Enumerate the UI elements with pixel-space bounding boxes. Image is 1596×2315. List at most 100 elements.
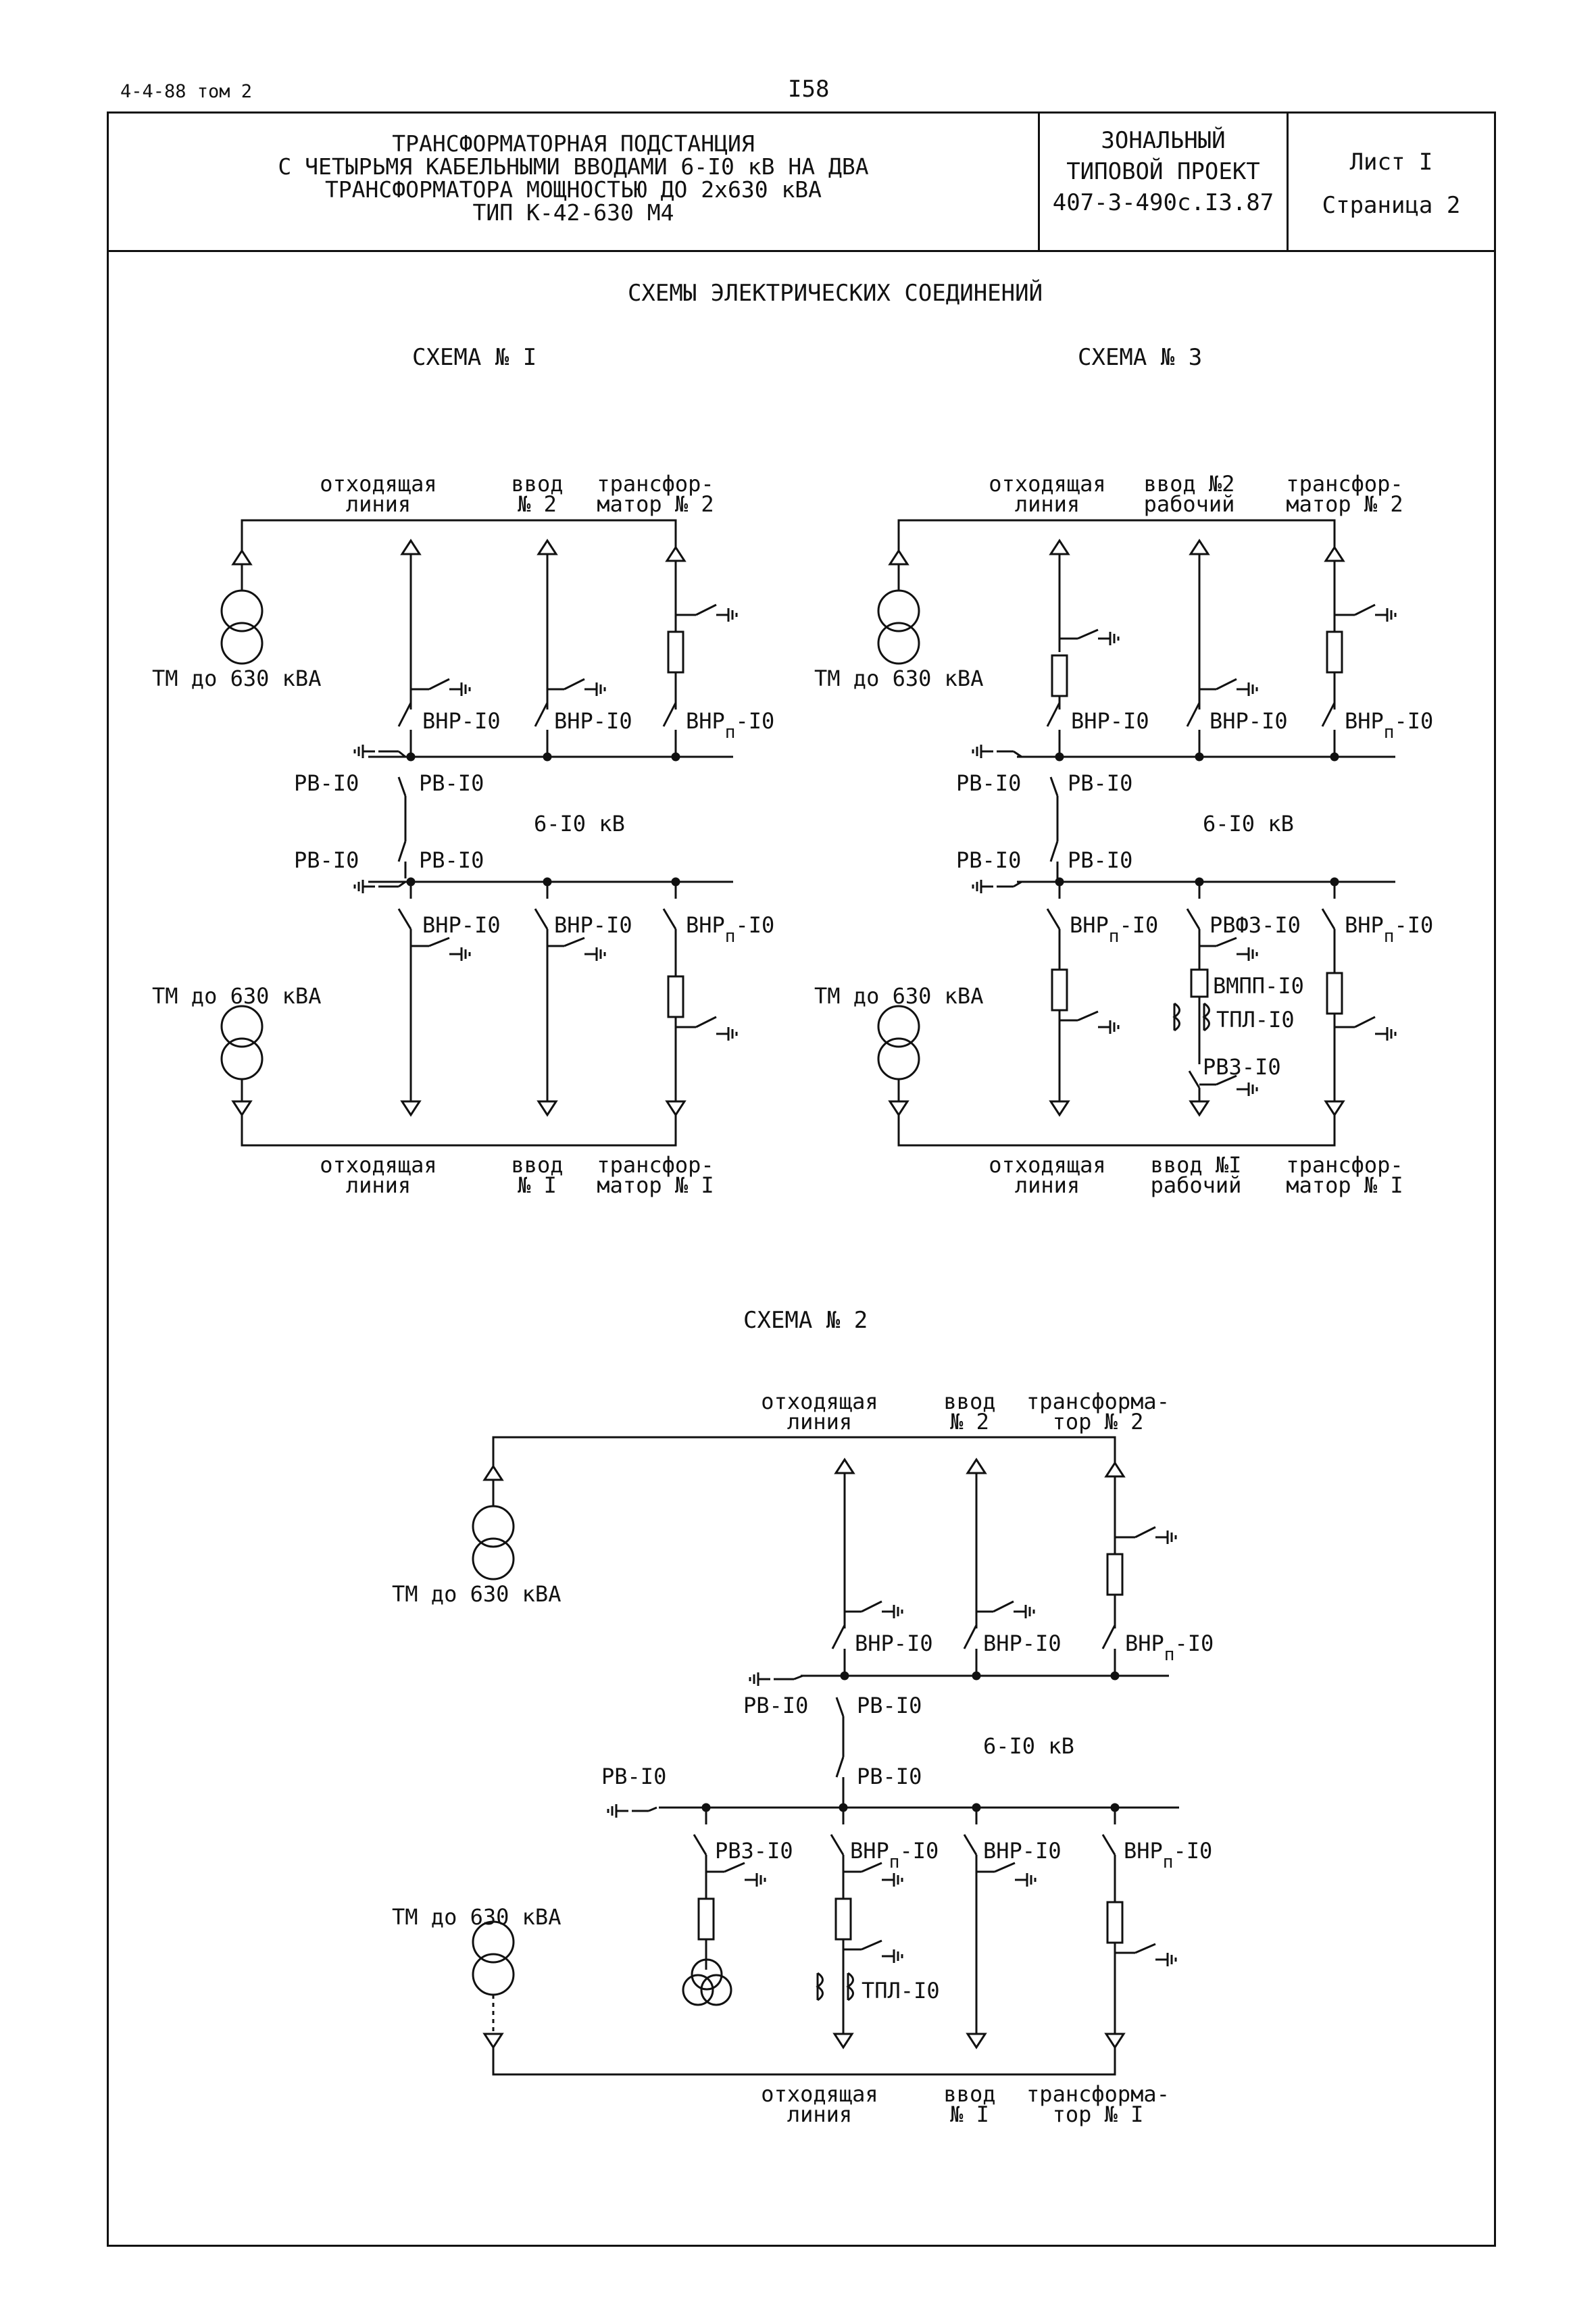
- switch-label: ВНРп-I0: [1345, 912, 1433, 947]
- switch-blade: [1101, 1624, 1116, 1649]
- scheme-3-top-label: ввод №2: [1144, 471, 1235, 497]
- scheme-2-bottom-label: ввод: [943, 2081, 995, 2107]
- cable-end: [1324, 546, 1345, 562]
- switch-subscript: п: [1109, 926, 1120, 947]
- scheme-1-top-label: линия: [346, 491, 411, 517]
- switch-blade: [1321, 908, 1336, 930]
- switch-name: ВНР: [686, 708, 725, 734]
- cable-end: [666, 546, 686, 562]
- switch-blade: [428, 937, 450, 947]
- ground-icon: [1374, 1026, 1397, 1042]
- ground-icon: [448, 681, 471, 697]
- switch-blade: [662, 702, 677, 727]
- switch-name: ВНР: [1070, 912, 1109, 938]
- switch-blade: [1049, 776, 1059, 797]
- bus-node: [1055, 752, 1064, 762]
- switch-name: ВНР: [1345, 708, 1384, 734]
- ground-icon: [1235, 681, 1258, 697]
- switch-blade: [1354, 603, 1376, 616]
- switch-blade: [1188, 1070, 1201, 1089]
- switch-blade: [993, 1600, 1014, 1613]
- rvz-label: РВЗ-I0: [715, 1838, 793, 1864]
- cable-end: [401, 1100, 421, 1116]
- title-block-divider: [107, 250, 1496, 252]
- cable-end: [1324, 1100, 1345, 1116]
- switch-suffix: -I0: [735, 912, 774, 938]
- document-reference: 4-4-88 том 2: [120, 81, 253, 102]
- switch-blade: [534, 908, 549, 930]
- switch-blade: [861, 1600, 882, 1613]
- switch-subscript: п: [1384, 926, 1395, 947]
- switch-blade: [1013, 750, 1022, 758]
- switch-label: ВНР-I0: [1071, 708, 1149, 734]
- scheme-2-title: СХЕМА № 2: [743, 1307, 868, 1334]
- cable-end: [483, 2033, 503, 2049]
- switch-blade: [662, 908, 677, 930]
- switch-name: ВНР: [1124, 1838, 1163, 1864]
- switch-label: ВНРп-I0: [850, 1838, 939, 1872]
- switch-blade: [428, 678, 450, 691]
- scheme-1-bottom-label: № I: [518, 1172, 557, 1198]
- connection-line: [241, 1115, 677, 1147]
- ground-icon: [583, 681, 606, 697]
- rvz-label: РВЗ-I0: [1203, 1054, 1281, 1080]
- scheme-3-top-label: рабочий: [1144, 491, 1235, 517]
- transformer-label: ТМ до 630 кВА: [152, 666, 321, 691]
- ground-icon: [448, 946, 471, 962]
- switch-blade: [963, 1834, 978, 1856]
- switch-subscript: п: [1164, 1645, 1175, 1665]
- switch-blade: [1216, 1074, 1237, 1086]
- voltage-label: 6-I0 кВ: [983, 1733, 1074, 1759]
- ground-icon: [880, 1948, 903, 1964]
- ground-icon: [715, 1026, 738, 1042]
- fuse-symbol: [667, 975, 684, 1018]
- cable-end: [1189, 539, 1210, 555]
- switch-suffix: -I0: [899, 1838, 939, 1864]
- scheme-3-bottom-label: ввод №I: [1151, 1152, 1242, 1178]
- cable-end: [1189, 1100, 1210, 1116]
- switch-blade: [1134, 1943, 1156, 1954]
- cable-end: [537, 539, 557, 555]
- bus-node: [972, 1671, 981, 1681]
- switch-blade: [1216, 937, 1237, 947]
- switch-blade: [564, 678, 585, 691]
- connection-line: [241, 519, 677, 551]
- sheet-number: Лист I: [1349, 149, 1433, 176]
- switch-suffix: -I0: [1394, 708, 1433, 734]
- switch-blade: [397, 702, 412, 727]
- transformer-label: ТМ до 630 кВА: [392, 1904, 561, 1930]
- cable-end: [1105, 2033, 1125, 2049]
- ground-icon: [1235, 1081, 1258, 1097]
- switch-blade: [564, 937, 585, 947]
- project-line: ТИПОВОЙ ПРОЕКТ: [1066, 158, 1260, 185]
- scheme-1-top-label: трансфор-: [597, 471, 714, 497]
- transformer-label: ТМ до 630 кВА: [392, 1581, 561, 1607]
- switch-label: ВНР-I0: [554, 708, 632, 734]
- voltage-transformer-symbol: [700, 1974, 732, 2006]
- ground-icon: [880, 1872, 903, 1888]
- switch-blade: [693, 1834, 707, 1856]
- switch-blade: [1186, 702, 1201, 727]
- switch-blade: [994, 1862, 1016, 1873]
- switch-suffix: -I0: [1173, 1838, 1212, 1864]
- cable-end: [483, 1465, 503, 1481]
- scheme-1-bottom-label: отходящая: [320, 1152, 437, 1178]
- disconnector-label: РВ-I0: [857, 1693, 922, 1718]
- switch-label: ВНР-I0: [983, 1838, 1062, 1864]
- ground-icon: [1154, 1951, 1177, 1968]
- bus-node: [1110, 1671, 1120, 1681]
- disconnector-label: РВ-I0: [743, 1693, 808, 1718]
- bus-node: [671, 752, 680, 762]
- switch-blade: [793, 1674, 803, 1681]
- scheme-2-bottom-label: трансформа-: [1026, 2081, 1170, 2107]
- switch-blade: [695, 1016, 717, 1028]
- page-in-sheet: Страница 2: [1322, 192, 1461, 219]
- disconnector-label: РВ-I0: [419, 770, 484, 796]
- switch-suffix: -I0: [1394, 912, 1433, 938]
- switch-blade: [831, 1624, 846, 1649]
- cable-end: [666, 1100, 686, 1116]
- switch-label: ВНР-I0: [1210, 708, 1288, 734]
- voltage-transformer-symbol: [691, 1958, 723, 1991]
- switch-subscript: п: [889, 1852, 900, 1872]
